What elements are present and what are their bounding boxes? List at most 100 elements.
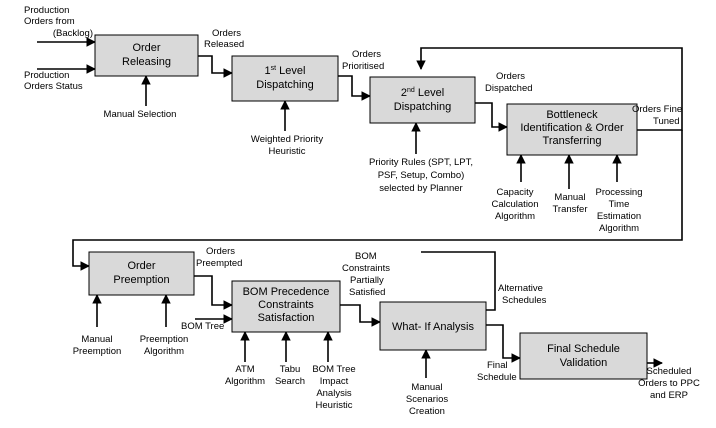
edge-bom-partial bbox=[340, 304, 381, 327]
edge-to-preemption bbox=[72, 130, 683, 271]
edge-fine-tuned-loop bbox=[416, 47, 683, 131]
svg-text:Calculation: Calculation bbox=[492, 199, 539, 210]
svg-text:Tabu: Tabu bbox=[280, 364, 301, 375]
svg-text:Order: Order bbox=[127, 260, 155, 272]
svg-text:Bottleneck: Bottleneck bbox=[546, 109, 598, 121]
label-manual-transfer: Manual Transfer bbox=[552, 192, 587, 215]
label-scheduled-orders: Scheduled Orders to PPC and ERP bbox=[638, 366, 700, 401]
box-bottleneck: Bottleneck Identification & Order Transf… bbox=[506, 103, 638, 156]
svg-text:Order: Order bbox=[132, 42, 160, 54]
svg-text:Preemption: Preemption bbox=[73, 346, 122, 357]
edge-dispatched bbox=[475, 102, 508, 132]
box-bom-precedence: BOM Precedence Constraints Satisfaction bbox=[231, 280, 341, 333]
svg-text:2nd Level: 2nd Level bbox=[401, 87, 444, 99]
label-bom-tree-impact: BOM Tree Impact Analysis Heuristic bbox=[312, 364, 355, 411]
svg-text:Orders Fine: Orders Fine bbox=[632, 104, 682, 115]
svg-text:Preempted: Preempted bbox=[196, 258, 242, 269]
label-weighted-priority: Weighted Priority Heuristic bbox=[251, 134, 323, 157]
label-processing-time: Processing Time Estimation Algorithm bbox=[596, 187, 643, 234]
svg-text:Algorithm: Algorithm bbox=[599, 223, 639, 234]
svg-text:PSF, Setup, Combo): PSF, Setup, Combo) bbox=[378, 170, 465, 181]
svg-text:BOM: BOM bbox=[355, 251, 377, 262]
svg-text:Analysis: Analysis bbox=[316, 388, 352, 399]
svg-text:Schedules: Schedules bbox=[502, 295, 547, 306]
label-preemption-algorithm: Preemption Algorithm bbox=[140, 334, 189, 357]
svg-text:Dispatching: Dispatching bbox=[256, 79, 313, 91]
label-tabu-search: Tabu Search bbox=[275, 364, 305, 387]
label-priority-rules: Priority Rules (SPT, LPT, PSF, Setup, Co… bbox=[369, 157, 473, 194]
edge-alternative-schedules bbox=[421, 251, 496, 311]
svg-text:Prioritised: Prioritised bbox=[342, 61, 384, 72]
label-manual-selection: Manual Selection bbox=[104, 109, 177, 120]
edge-final-schedule bbox=[486, 324, 521, 363]
svg-text:Algorithm: Algorithm bbox=[144, 346, 184, 357]
label-production-orders-backlog: Production Orders from (Backlog) bbox=[24, 5, 93, 39]
svg-text:Orders: Orders bbox=[212, 28, 241, 39]
svg-text:Releasing: Releasing bbox=[122, 56, 171, 68]
label-orders-fine-tuned: Orders Fine Tuned bbox=[632, 104, 682, 127]
label-bom-constraints: BOM Constraints Partially Satisfied bbox=[342, 251, 390, 298]
label-orders-prioritised: Orders Prioritised bbox=[342, 49, 384, 72]
svg-text:(Backlog): (Backlog) bbox=[53, 28, 93, 39]
svg-text:Estimation: Estimation bbox=[597, 211, 641, 222]
svg-text:Final Schedule: Final Schedule bbox=[547, 343, 620, 355]
edges bbox=[37, 37, 683, 378]
svg-text:Orders: Orders bbox=[496, 71, 525, 82]
label-orders-preempted: Orders Preempted bbox=[196, 246, 242, 269]
box-final-schedule: Final Schedule Validation bbox=[519, 332, 648, 380]
svg-text:Algorithm: Algorithm bbox=[225, 376, 265, 387]
svg-text:Heuristic: Heuristic bbox=[316, 400, 353, 411]
svg-text:Production: Production bbox=[24, 5, 69, 16]
box-order-releasing: Order Releasing bbox=[94, 34, 199, 77]
svg-text:Manual: Manual bbox=[411, 382, 442, 393]
svg-text:Satisfied: Satisfied bbox=[349, 287, 385, 298]
svg-text:Manual: Manual bbox=[81, 334, 112, 345]
svg-text:What- If Analysis: What- If Analysis bbox=[392, 321, 474, 333]
svg-text:Satisfaction: Satisfaction bbox=[258, 312, 315, 324]
box-first-level-dispatching: 1st Level Dispatching bbox=[231, 55, 339, 102]
svg-text:Tuned: Tuned bbox=[653, 116, 680, 127]
label-bom-tree: BOM Tree bbox=[181, 321, 224, 332]
svg-text:Algorithm: Algorithm bbox=[495, 211, 535, 222]
svg-text:Preemption: Preemption bbox=[113, 274, 169, 286]
label-atm-algorithm: ATM Algorithm bbox=[225, 364, 265, 387]
box-second-level-dispatching: 2nd Level Dispatching bbox=[369, 76, 476, 124]
svg-text:Manual: Manual bbox=[554, 192, 585, 203]
svg-text:and ERP: and ERP bbox=[650, 390, 688, 401]
box-what-if: What- If Analysis bbox=[379, 301, 487, 351]
svg-text:Partially: Partially bbox=[350, 275, 384, 286]
svg-text:Time: Time bbox=[609, 199, 630, 210]
svg-text:Orders: Orders bbox=[206, 246, 235, 257]
edge-preempted bbox=[194, 275, 233, 310]
svg-text:Manual Selection: Manual Selection bbox=[104, 109, 177, 120]
svg-text:Orders to PPC: Orders to PPC bbox=[638, 378, 700, 389]
edge-released bbox=[198, 55, 233, 78]
svg-text:Final: Final bbox=[487, 360, 508, 371]
svg-text:BOM Tree: BOM Tree bbox=[312, 364, 355, 375]
label-manual-preemption: Manual Preemption bbox=[73, 334, 122, 357]
svg-text:Orders Status: Orders Status bbox=[24, 81, 83, 92]
label-manual-scenarios: Manual Scenarios Creation bbox=[406, 382, 448, 417]
svg-text:Priority Rules (SPT, LPT,: Priority Rules (SPT, LPT, bbox=[369, 157, 473, 168]
svg-text:Weighted Priority: Weighted Priority bbox=[251, 134, 323, 145]
svg-text:Validation: Validation bbox=[560, 357, 608, 369]
svg-text:Orders: Orders bbox=[352, 49, 381, 60]
svg-text:Released: Released bbox=[204, 39, 244, 50]
svg-text:ATM: ATM bbox=[235, 364, 254, 375]
svg-text:1st Level: 1st Level bbox=[265, 65, 306, 77]
svg-text:Dispatching: Dispatching bbox=[394, 101, 451, 113]
svg-text:Preemption: Preemption bbox=[140, 334, 189, 345]
label-capacity-calc: Capacity Calculation Algorithm bbox=[492, 187, 539, 222]
svg-text:Constraints: Constraints bbox=[258, 299, 314, 311]
svg-text:BOM Precedence: BOM Precedence bbox=[243, 286, 330, 298]
svg-text:Processing: Processing bbox=[596, 187, 643, 198]
svg-text:Capacity: Capacity bbox=[497, 187, 534, 198]
svg-text:Search: Search bbox=[275, 376, 305, 387]
svg-text:selected by Planner: selected by Planner bbox=[379, 183, 462, 194]
svg-text:Production: Production bbox=[24, 70, 69, 81]
svg-text:Heuristic: Heuristic bbox=[269, 146, 306, 157]
svg-text:BOM Tree: BOM Tree bbox=[181, 321, 224, 332]
svg-text:Dispatched: Dispatched bbox=[485, 83, 533, 94]
svg-text:Creation: Creation bbox=[409, 406, 445, 417]
svg-text:Schedule: Schedule bbox=[477, 372, 517, 383]
